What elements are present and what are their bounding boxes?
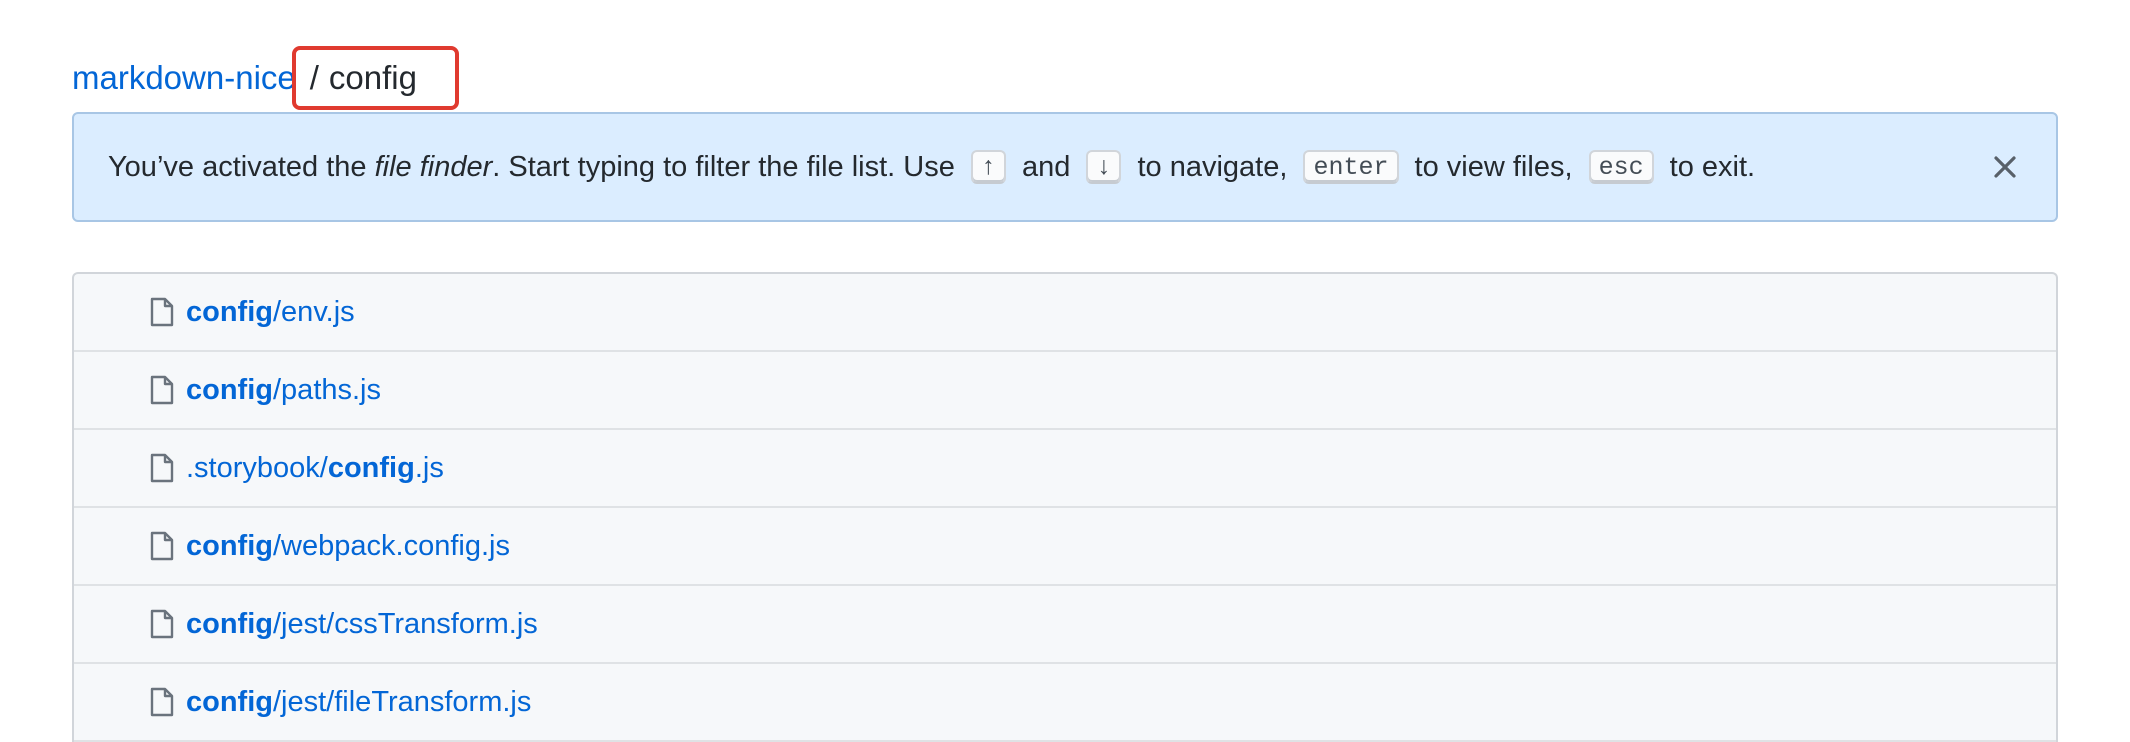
file-path-suffix: /env.js: [273, 295, 355, 328]
file-row[interactable]: config/jest/fileTransform.js: [74, 664, 2056, 742]
file-icon: [150, 608, 176, 640]
close-icon[interactable]: [1990, 152, 2020, 182]
key-esc: esc: [1588, 150, 1654, 184]
file-path-prefix: .storybook/: [186, 451, 328, 484]
repo-link[interactable]: markdown-nice: [72, 59, 296, 96]
file-row[interactable]: config/jest/cssTransform.js: [74, 586, 2056, 664]
file-icon: [150, 374, 176, 406]
file-row[interactable]: config/env.js: [74, 274, 2056, 352]
file-path-suffix: /jest/cssTransform.js: [273, 607, 538, 640]
file-path-match: config: [186, 685, 273, 718]
file-link[interactable]: config/env.js: [186, 296, 355, 329]
file-path-suffix: /jest/fileTransform.js: [273, 685, 532, 718]
breadcrumb: markdown-nice /: [72, 46, 459, 110]
file-row[interactable]: config/paths.js: [74, 352, 2056, 430]
file-link[interactable]: config/webpack.config.js: [186, 530, 510, 563]
file-path-suffix: .js: [414, 451, 444, 484]
file-finder-highlight: /: [291, 46, 459, 110]
breadcrumb-separator: /: [309, 59, 319, 96]
file-path-match: config: [186, 373, 273, 406]
file-icon: [150, 452, 176, 484]
flash-exit-text: to exit.: [1661, 150, 1756, 183]
file-list: config/env.js config/paths.js .storybook…: [72, 272, 2058, 742]
flash-message: You’ve activated the file finder . Start…: [108, 150, 1755, 184]
file-path-match: config: [186, 295, 273, 328]
file-row[interactable]: .storybook/config.js: [74, 430, 2056, 508]
file-icon: [150, 296, 176, 328]
file-link[interactable]: config/jest/cssTransform.js: [186, 608, 538, 641]
flash-emphasis: file finder: [374, 150, 493, 183]
file-path-match: config: [327, 451, 415, 484]
file-link[interactable]: .storybook/config.js: [186, 452, 444, 485]
flash-and-text: and: [1013, 150, 1079, 183]
file-path-suffix: /webpack.config.js: [273, 529, 510, 562]
file-row[interactable]: config/webpack.config.js: [74, 508, 2056, 586]
file-link[interactable]: config/paths.js: [186, 374, 381, 407]
file-icon: [150, 530, 176, 562]
flash-text-after: . Start typing to filter the file list. …: [492, 150, 963, 183]
key-enter: enter: [1303, 150, 1399, 184]
flash-navigate-text: to navigate,: [1129, 150, 1296, 183]
key-down: ↓: [1086, 150, 1122, 184]
file-finder-input[interactable]: [328, 59, 429, 97]
flash-view-text: to view files,: [1406, 150, 1581, 183]
file-path-match: config: [186, 529, 273, 562]
file-path-match: config: [186, 607, 273, 640]
file-icon: [150, 686, 176, 718]
flash-text-before: You’ve activated the: [108, 150, 375, 183]
file-path-suffix: /paths.js: [273, 373, 381, 406]
file-link[interactable]: config/jest/fileTransform.js: [186, 686, 531, 719]
key-up: ↑: [970, 150, 1006, 184]
file-finder-flash: You’ve activated the file finder . Start…: [72, 112, 2058, 222]
